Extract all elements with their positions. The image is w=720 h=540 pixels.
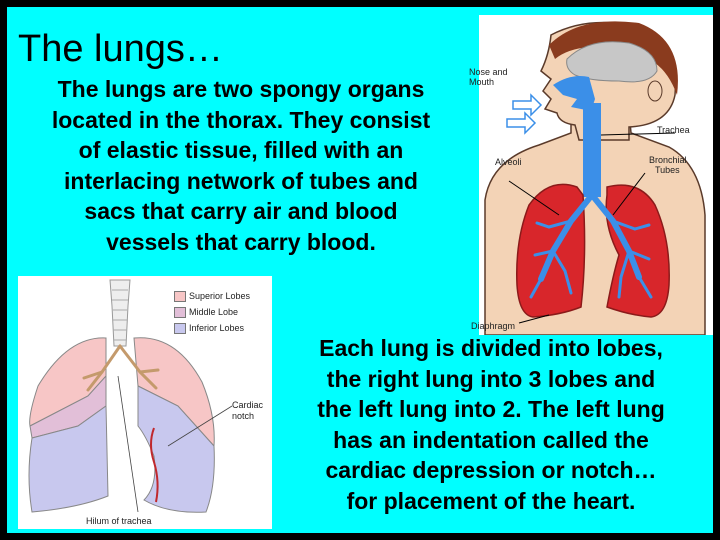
paragraph-line: located in the thorax. They consist [51,106,431,133]
alveoli-label: Alveoli [495,157,522,167]
slide-title: The lungs… [18,28,223,70]
diaphragm-label: Diaphragm [471,321,516,331]
cardiac-notch-label-line2: notch [232,411,255,421]
nose-mouth-label-line1: Nose and [469,67,508,77]
bronchial-tubes-label-line1: Bronchial [649,155,687,165]
legend-label-middle: Middle Lobe [189,307,239,317]
lobes-paragraph: Each lung is divided into lobes, the rig… [269,333,713,516]
paragraph-line: the left lung into 2. The left lung [317,396,665,422]
slide: The lungs… The lungs are two spongy orga… [7,7,713,533]
nose-mouth-label-line2: Mouth [469,77,495,87]
legend-swatch-inferior [174,323,186,334]
legend-label-superior: Superior Lobes [189,291,251,301]
paragraph-line: sacs that carry air and blood [84,198,398,224]
lung-lobes-illustration: Superior Lobes Middle Lobe Inferior Lobe… [18,276,272,529]
hilum-label: Hilum of trachea [86,516,152,526]
paragraph-line: has an indentation called the [333,426,649,453]
intro-paragraph: The lungs are two spongy organs located … [7,74,475,257]
legend-label-inferior: Inferior Lobes [189,323,245,333]
paragraph-line: for placement of the heart. [346,487,636,514]
respiratory-system-drawing [484,21,706,336]
paragraph-line: interlacing network of tubes and [64,167,418,194]
paragraph-line: vessels that carry blood. [106,228,376,255]
legend-swatch-superior [174,291,186,302]
bronchial-tubes-label-line2: Tubes [655,165,680,175]
lung-lobes-drawing [28,279,233,513]
legend-swatch-middle [174,307,186,318]
paragraph-line: Each lung is divided into lobes, [319,335,663,361]
respiratory-system-illustration: Nose and Mouth Trachea Alveoli Bronchial… [469,15,713,336]
paragraph-line: the right lung into 3 lobes and [326,365,656,392]
paragraph-line: The lungs are two spongy organs [57,76,425,102]
paragraph-line: of elastic tissue, filled with an [78,137,404,163]
paragraph-line: cardiac depression or notch… [325,457,657,483]
trachea-label: Trachea [657,125,690,135]
cardiac-notch-label-line1: Cardiac [232,400,264,410]
